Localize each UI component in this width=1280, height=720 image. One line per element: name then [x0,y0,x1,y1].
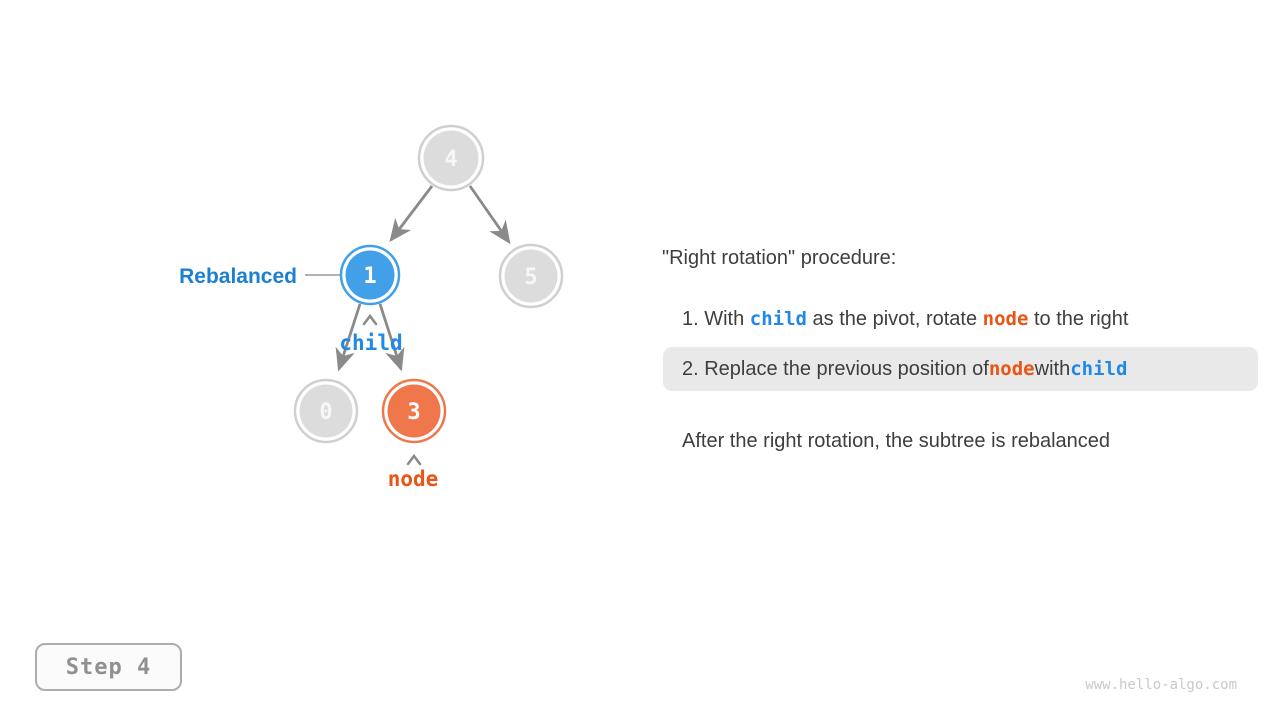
inline-code-child: child [1070,358,1128,380]
procedure-step-2-highlighted: 2. Replace the previous position of node… [663,347,1258,391]
node-circle [387,384,441,438]
caret-up-icon [406,453,422,466]
text-segment: as the pivot, rotate [807,308,983,330]
step-indicator-label: Step 4 [65,654,152,680]
node-value: 0 [319,400,332,425]
node-value: 5 [524,265,537,290]
text-segment: to the right [1028,308,1129,330]
node-circle [504,249,558,303]
node-circle [299,384,353,438]
tree-node-4: 4 [417,124,485,192]
node-outer-ring [498,243,564,309]
caret-up-icon [362,313,378,326]
tree-edge [468,185,511,245]
binary-tree-diagram: Rebalanced 4 1 5 0 3 child node [179,124,564,491]
inline-code-node: node [982,308,1029,330]
rebalanced-label: Rebalanced [179,265,297,288]
node-pointer-label: node [388,467,439,491]
procedure-title: "Right rotation" procedure: [662,247,897,269]
node-outer-ring [381,378,447,444]
tree-node-1: 1 [339,244,401,306]
inline-code-node: node [988,358,1035,380]
node-circle [345,250,395,300]
node-circle [423,130,479,186]
inline-code-child: child [749,308,807,330]
conclusion-text: After the right rotation, the subtree is… [682,430,1111,452]
text-segment: with [1034,357,1071,380]
tree-edge [389,185,434,243]
node-outer-ring [339,244,401,306]
tree-node-0: 0 [293,378,359,444]
tree-node-3: 3 [381,378,447,444]
tree-edge [378,303,405,372]
text-segment: 1. With [682,308,750,330]
text-segment: 2. Replace the previous position of [682,357,989,380]
step-indicator-badge: Step 4 [35,643,182,691]
node-value: 3 [407,400,420,425]
node-value: 1 [363,264,376,289]
node-value: 4 [444,147,457,172]
tree-node-5: 5 [498,243,564,309]
child-pointer-label: child [339,331,402,355]
node-outer-ring [293,378,359,444]
tree-edge [335,303,362,372]
procedure-step-1: 1. With child as the pivot, rotate node … [682,307,1128,331]
node-outer-ring [417,124,485,192]
watermark-url: www.hello-algo.com [1085,677,1237,693]
